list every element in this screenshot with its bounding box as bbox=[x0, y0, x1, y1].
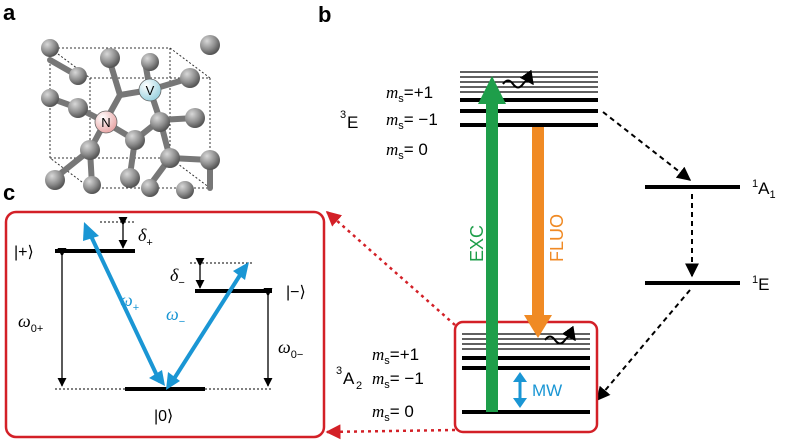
ms-minus-label-excited: ms= −1 bbox=[386, 110, 438, 132]
carbon-atoms bbox=[41, 35, 220, 199]
rabi-transition-arrows bbox=[83, 222, 249, 390]
ket-zero-label: |0⟩ bbox=[154, 408, 173, 425]
omega-plus-label: ω+ bbox=[120, 290, 139, 314]
ground-state-levels bbox=[462, 333, 590, 414]
panel-label-a: a bbox=[3, 0, 16, 25]
zoom-panel-frame bbox=[4, 210, 326, 439]
ms-plus-label-ground: ms=+1 bbox=[372, 345, 419, 367]
singlet-a1-label: 1A1 bbox=[752, 178, 776, 201]
excited-state-labels: 3 E ms=+1 ms= −1 ms= 0 bbox=[340, 83, 438, 162]
diamond-lattice: N V bbox=[41, 35, 220, 199]
omega0-plus-label: ω0+ bbox=[18, 311, 43, 335]
zoom-levels bbox=[55, 249, 272, 391]
excited-state-label: E bbox=[347, 113, 358, 132]
singlet-levels bbox=[645, 185, 740, 285]
omega0-minus-label: ω0− bbox=[278, 337, 303, 361]
ms-plus-label-excited: ms=+1 bbox=[386, 83, 433, 105]
vacancy-site: V bbox=[138, 78, 162, 102]
singlet-e-label: 1E bbox=[752, 274, 769, 294]
excitation-arrow bbox=[478, 76, 506, 412]
nitrogen-atom: N bbox=[94, 110, 118, 134]
excitation-label: EXC bbox=[467, 225, 487, 262]
ket-minus-label: |−⟩ bbox=[286, 284, 306, 301]
zoom-connector-lines bbox=[325, 211, 456, 440]
panel-label-c: c bbox=[3, 180, 15, 205]
phonon-relaxation-excited-icon bbox=[502, 69, 534, 89]
svg-text:3: 3 bbox=[336, 365, 342, 377]
delta-minus-label: δ− bbox=[170, 265, 185, 289]
microwave-arrow bbox=[513, 372, 527, 408]
ms-zero-label-ground: ms= 0 bbox=[372, 402, 414, 424]
delta-plus-label: δ+ bbox=[138, 225, 153, 249]
ms-zero-label-excited: ms= 0 bbox=[386, 140, 428, 162]
ket-plus-label: |+⟩ bbox=[14, 244, 34, 261]
ground-state-label: A bbox=[343, 369, 355, 388]
nitrogen-label: N bbox=[101, 115, 110, 130]
detuning-arrows bbox=[57, 216, 273, 387]
svg-text:3: 3 bbox=[340, 109, 346, 121]
intersystem-crossing-arrows bbox=[596, 111, 699, 402]
fluorescence-label: FLUO bbox=[547, 214, 567, 262]
ground-state-highlight-box bbox=[453, 320, 599, 434]
ms-minus-label-ground: ms= −1 bbox=[372, 369, 424, 391]
phonon-relaxation-ground-icon bbox=[544, 325, 576, 345]
fluorescence-arrow bbox=[524, 127, 552, 338]
omega-minus-label: ω− bbox=[166, 304, 185, 328]
ground-state-labels: 3 A 2 ms=+1 ms= −1 ms= 0 bbox=[336, 345, 424, 424]
vacancy-label: V bbox=[146, 83, 155, 98]
svg-text:2: 2 bbox=[356, 380, 362, 392]
panel-label-b: b bbox=[318, 2, 331, 27]
zoom-reference-lines bbox=[55, 221, 272, 390]
microwave-label: MW bbox=[532, 381, 562, 400]
